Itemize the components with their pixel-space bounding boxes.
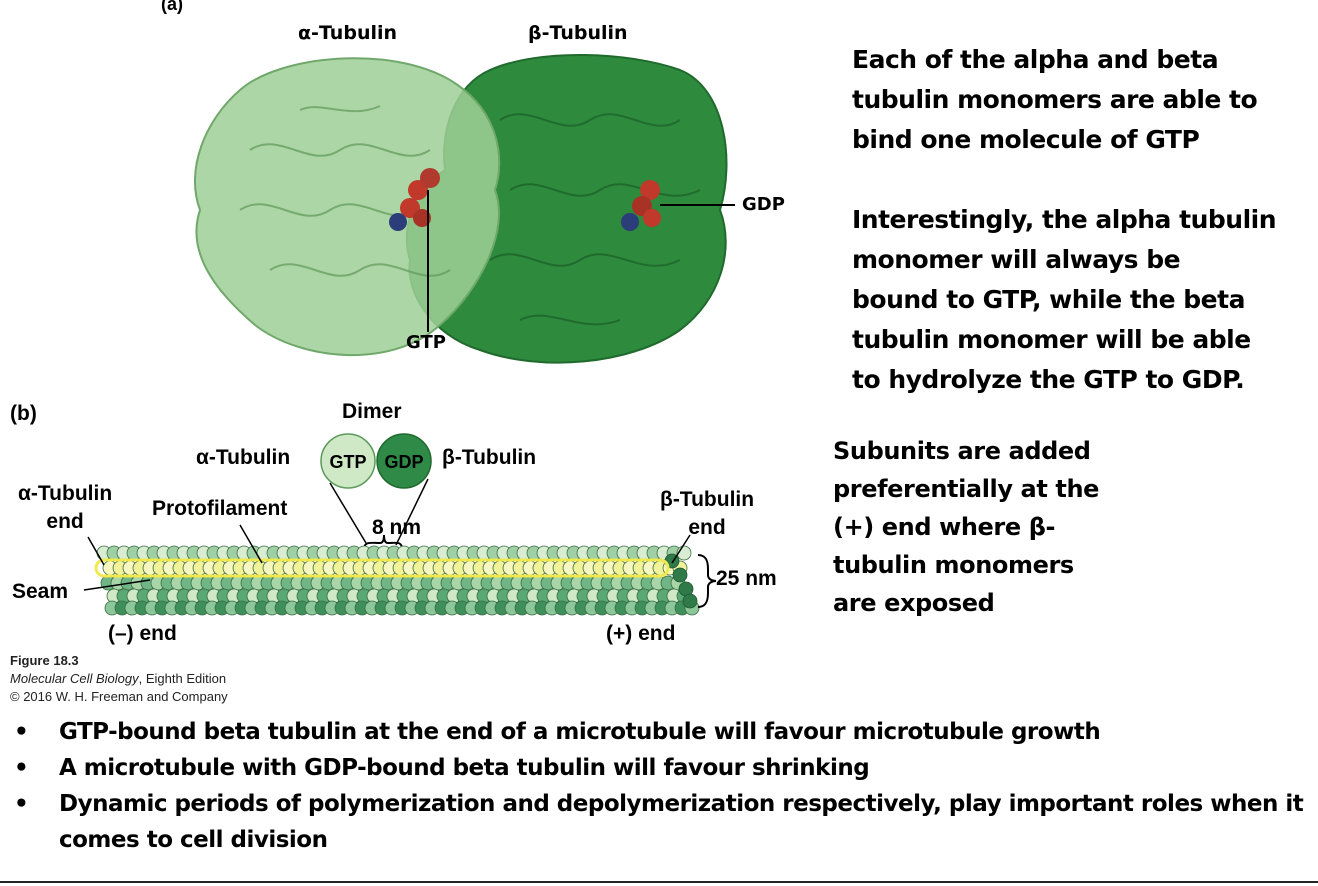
- alpha-end-line1: α-Tubulin: [18, 482, 113, 505]
- side-p1-line: bind one molecule of GTP: [852, 125, 1200, 154]
- figure-number: Figure 18.3: [10, 653, 79, 668]
- tubulin-dimer-structure: [194, 53, 735, 364]
- side-p3-line: tubulin monomers: [833, 551, 1074, 579]
- alpha-tubulin-label-a: α-Tubulin: [298, 22, 398, 44]
- gtp-label-a: GTP: [406, 332, 446, 353]
- bullet-marker: •: [14, 755, 29, 781]
- beta-tubulin-label-a: β-Tubulin: [528, 22, 628, 44]
- bullet-text: GTP-bound beta tubulin at the end of a m…: [59, 719, 1101, 745]
- dimer-icon: GTP GDP: [320, 433, 432, 489]
- dimer-label: Dimer: [342, 400, 402, 423]
- beta-end-label: β-Tubulin end: [660, 486, 754, 542]
- gdp-label: GDP: [742, 194, 785, 215]
- alpha-tubulin-surface: [194, 57, 501, 357]
- protofilament-highlight: [94, 558, 670, 578]
- beta-end-bead: [672, 567, 688, 583]
- side-p3-line: are exposed: [833, 589, 995, 617]
- book-title: Molecular Cell Biology: [10, 671, 139, 686]
- alpha-end-label: α-Tubulin end: [18, 480, 112, 536]
- dimer-gtp-text: GTP: [329, 452, 366, 472]
- side-p2-line: to hydrolyze the GTP to GDP.: [852, 365, 1245, 394]
- side-p1-line: tubulin monomers are able to: [852, 85, 1258, 114]
- side-p2-line: bound to GTP, while the beta: [852, 285, 1245, 314]
- side-p3-line: Subunits are added: [833, 437, 1091, 465]
- protofilament-label: Protofilament: [152, 497, 288, 520]
- seam-label: Seam: [12, 580, 69, 603]
- side-p2-line: tubulin monomer will be able: [852, 325, 1251, 354]
- beta-end-bead: [682, 593, 698, 609]
- bullet-item: • Dynamic periods of polymerization and …: [14, 786, 1304, 858]
- beta-end-line2: end: [688, 516, 726, 539]
- bullet-text: Dynamic periods of polymerization and de…: [59, 791, 1304, 853]
- gdp-molecule: [621, 180, 661, 231]
- side-paragraph-1: Each of the alpha and beta tubulin monom…: [852, 40, 1258, 160]
- side-p2-line: Interestingly, the alpha tubulin: [852, 205, 1277, 234]
- book-edition: , Eighth Edition: [138, 671, 227, 686]
- copyright: © 2016 W. H. Freeman and Company: [10, 689, 228, 704]
- microtubule-diagram: GTP GDP: [83, 433, 717, 616]
- bullet-item: • GTP-bound beta tubulin at the end of a…: [14, 714, 1304, 750]
- dimer-gdp-text: GDP: [384, 452, 423, 472]
- panel-b-label: (b): [10, 402, 37, 425]
- side-p3-line: (+) end where β-: [833, 513, 1056, 541]
- book-credit: Molecular Cell Biology, Eighth Edition: [10, 671, 226, 686]
- bottom-rule: [0, 881, 1318, 883]
- minus-end-label: (–) end: [108, 622, 177, 645]
- bullet-marker: •: [14, 719, 29, 745]
- summary-bullets: • GTP-bound beta tubulin at the end of a…: [14, 714, 1304, 858]
- side-paragraph-2: Interestingly, the alpha tubulin monomer…: [852, 200, 1277, 400]
- microtubule-body: [96, 545, 700, 616]
- beta-end-line1: β-Tubulin: [660, 488, 755, 511]
- bullet-marker: •: [14, 791, 29, 817]
- alpha-tubulin-label-b: α-Tubulin: [196, 446, 291, 469]
- spacing-label: 8 nm: [372, 516, 422, 539]
- beta-tubulin-label-b: β-Tubulin: [442, 446, 537, 469]
- side-paragraph-3: Subunits are added preferentially at the…: [833, 432, 1099, 622]
- alpha-end-line2: end: [46, 510, 84, 533]
- diameter-label: 25 nm: [716, 567, 777, 590]
- bullet-text: A microtubule with GDP-bound beta tubuli…: [59, 755, 870, 781]
- gtp-molecule: [389, 168, 440, 231]
- panel-a-label: (a): [161, 0, 183, 14]
- side-p2-line: monomer will always be: [852, 245, 1181, 274]
- side-p3-line: preferentially at the: [833, 475, 1100, 503]
- side-p1-line: Each of the alpha and beta: [852, 45, 1219, 74]
- plus-end-label: (+) end: [606, 622, 676, 645]
- bullet-item: • A microtubule with GDP-bound beta tubu…: [14, 750, 1304, 786]
